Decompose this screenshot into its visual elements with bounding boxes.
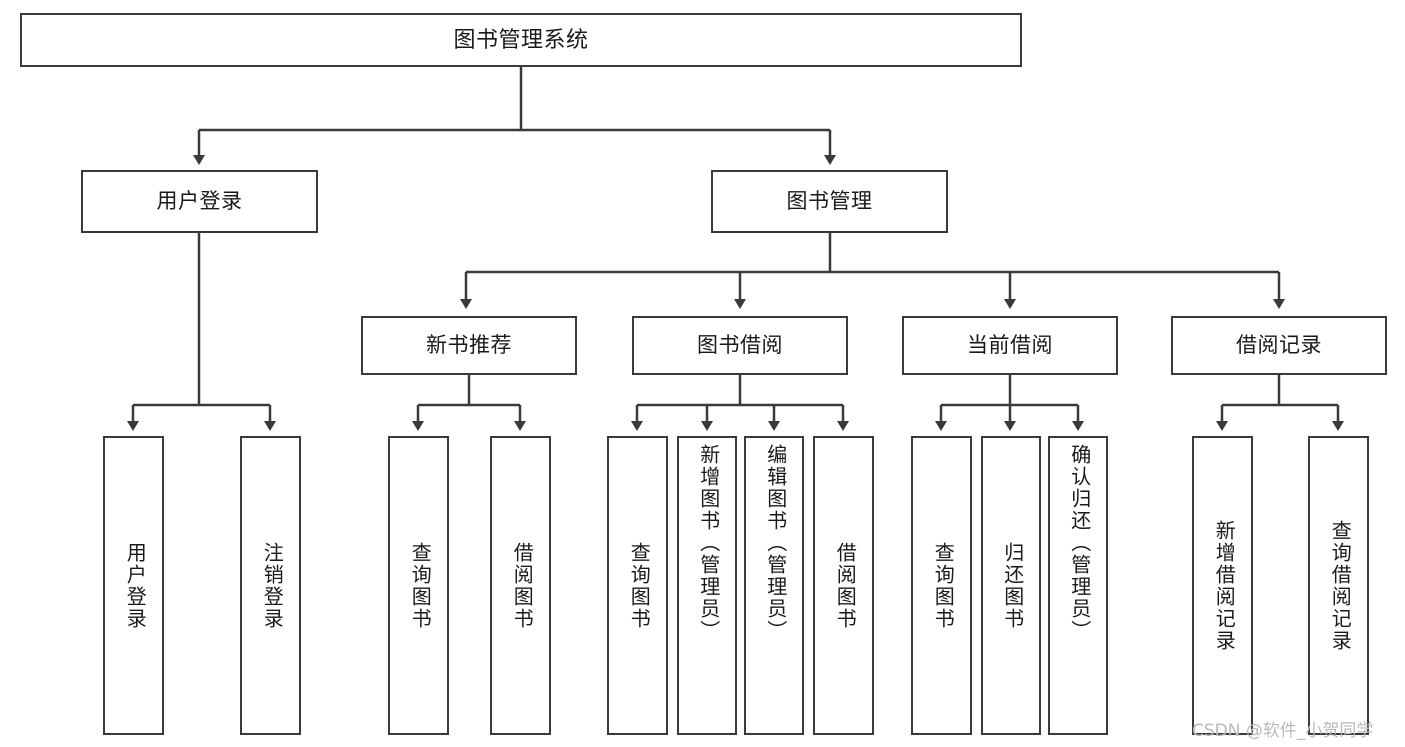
leaf-add-borrow-record[interactable]: 新增借阅记录 <box>1192 436 1253 735</box>
node-borrow-record[interactable]: 借阅记录 <box>1171 316 1387 375</box>
node-label: 借阅图书 <box>510 541 533 630</box>
node-label: 新增借阅记录 <box>1212 519 1235 652</box>
node-label: 当前借阅 <box>967 333 1053 357</box>
leaf-query-book-recommend[interactable]: 查询图书 <box>388 436 449 735</box>
leaf-return-book[interactable]: 归还图书 <box>981 436 1041 735</box>
node-label: 图书管理 <box>786 189 873 213</box>
leaf-query-book-borrow[interactable]: 查询图书 <box>607 436 668 735</box>
node-user-login[interactable]: 用户登录 <box>81 170 318 233</box>
node-label: 用户登录 <box>156 189 243 213</box>
leaf-edit-book-admin[interactable]: 编辑图书（管理员） <box>744 436 804 735</box>
leaf-query-borrow-record[interactable]: 查询借阅记录 <box>1308 436 1369 735</box>
node-label: 查询图书 <box>931 541 954 630</box>
node-label: 新书推荐 <box>426 333 512 357</box>
node-book-management[interactable]: 图书管理 <box>711 170 948 233</box>
node-label: 查询图书 <box>627 541 650 630</box>
leaf-borrow-book-recommend[interactable]: 借阅图书 <box>490 436 551 735</box>
node-label: 借阅图书 <box>833 541 856 630</box>
node-new-book-recommend[interactable]: 新书推荐 <box>361 316 577 375</box>
leaf-borrow-book[interactable]: 借阅图书 <box>813 436 874 735</box>
node-label: 用户登录 <box>123 541 146 630</box>
node-label: 查询借阅记录 <box>1328 519 1351 652</box>
leaf-logout-login[interactable]: 注销登录 <box>240 436 301 735</box>
node-book-borrow[interactable]: 图书借阅 <box>632 316 848 375</box>
leaf-add-book-admin[interactable]: 新增图书（管理员） <box>677 436 737 735</box>
node-label: 注销登录 <box>260 541 283 630</box>
node-label: 编辑图书（管理员） <box>763 444 786 642</box>
node-label: 图书借阅 <box>697 333 783 357</box>
node-label: 新增图书（管理员） <box>696 444 719 642</box>
node-label: 确认归还（管理员） <box>1067 444 1090 642</box>
leaf-user-login[interactable]: 用户登录 <box>103 436 164 735</box>
node-label: 图书管理系统 <box>453 26 589 52</box>
node-current-borrow[interactable]: 当前借阅 <box>902 316 1118 375</box>
watermark: CSDN @软件_小贺同学 <box>1192 721 1374 741</box>
node-label: 查询图书 <box>408 541 431 630</box>
node-root-system[interactable]: 图书管理系统 <box>20 13 1022 67</box>
node-label: 借阅记录 <box>1236 333 1322 357</box>
leaf-query-book-current[interactable]: 查询图书 <box>911 436 972 735</box>
node-label: 归还图书 <box>1000 541 1023 630</box>
leaf-confirm-return-admin[interactable]: 确认归还（管理员） <box>1048 436 1108 735</box>
